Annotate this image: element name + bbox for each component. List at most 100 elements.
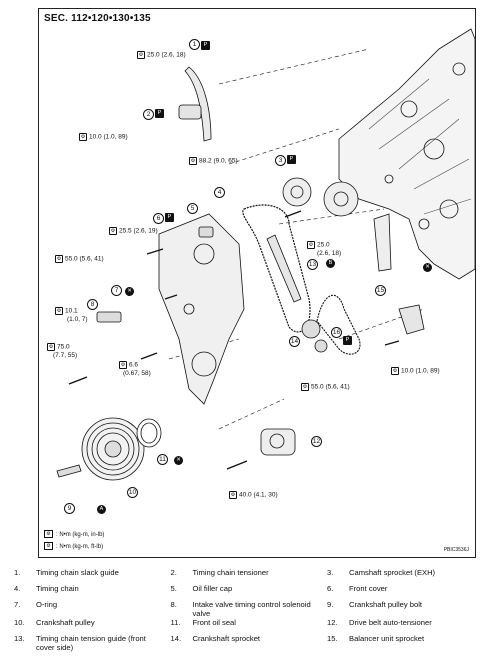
reference-code: PBIC3536J: [443, 547, 469, 553]
callout-7: 7: [111, 285, 122, 296]
part-item: 11.Front oil seal: [170, 618, 236, 627]
legend-ft-lb: : N•m (kg-m, ft-lb): [56, 544, 104, 550]
part-item: 3.Camshaft sprocket (EXH): [327, 568, 436, 577]
torque-icon: ⚙: [79, 133, 87, 141]
torque-label: (2.6, 18): [317, 250, 342, 257]
marker-x: ✕: [423, 263, 432, 272]
torque-label: ⚙25.5 (2.6, 19): [109, 227, 158, 235]
torque-icon: ⚙: [189, 157, 197, 165]
marker-x: ✕: [174, 456, 183, 465]
part-item: 2.Timing chain tensioner: [170, 568, 269, 577]
part-item: 13.Timing chain tension guide (front cov…: [14, 634, 146, 652]
parts-row: 1.Timing chain slack guide 2.Timing chai…: [14, 568, 484, 584]
torque-label: (0.67, 58): [123, 370, 151, 377]
torque-label: ⚙10.0 (1.0, 89): [79, 133, 128, 141]
part-item: 14.Crankshaft sprocket: [170, 634, 261, 643]
marker-b: B: [326, 259, 335, 268]
part-item: 4.Timing chain: [14, 584, 79, 593]
part-item: 8.Intake valve timing control solenoid v…: [170, 600, 311, 618]
callout-8: 8: [87, 299, 98, 310]
parts-row: 10.Crankshaft pulley 11.Front oil seal 1…: [14, 618, 484, 634]
part-item: 1.Timing chain slack guide: [14, 568, 119, 577]
crankshaft-sprocket: [301, 319, 321, 339]
callout-1: 1: [189, 39, 200, 50]
oil-filler-cap: [198, 226, 214, 238]
torque-label: ⚙88.2 (9.0, 65): [189, 157, 238, 165]
diagram-frame: SEC. 112•120•130•135 ⚙25.0 (2.6, 18) ⚙10…: [38, 8, 476, 558]
crankshaft-bolt: [56, 464, 82, 478]
torque-in-lb-icon: ⚙: [44, 530, 53, 539]
callout-10: 10: [127, 487, 138, 498]
tension-guide: [266, 234, 302, 303]
torque-icon: ⚙: [391, 367, 399, 375]
marker-x: ✕: [125, 287, 134, 296]
unit-legend: ⚙: N•m (kg-m, in-lb) ⚙: N•m (kg-m, ft-lb…: [44, 529, 104, 553]
balancer-sprocket: [314, 339, 328, 353]
torque-icon: ⚙: [109, 227, 117, 235]
torque-label: ⚙40.0 (4.1, 30): [229, 491, 278, 499]
part-item: 6.Front cover: [327, 584, 388, 593]
torque-label: ⚙75.0: [47, 343, 70, 351]
torque-label: ⚙10.0 (1.0, 89): [391, 367, 440, 375]
callout-15: 15: [375, 285, 386, 296]
slack-guide: [184, 66, 212, 142]
exploded-view-drawing: [56, 28, 475, 481]
camshaft-sprocket-int: [282, 177, 312, 207]
torque-icon: ⚙: [301, 383, 309, 391]
torque-icon: ⚙: [47, 343, 55, 351]
marker-p: P: [343, 336, 352, 345]
solenoid-valve: [96, 311, 122, 323]
balancer-unit: [398, 304, 425, 335]
part-item: 7.O-ring: [14, 600, 58, 609]
torque-icon: ⚙: [55, 307, 63, 315]
parts-row: 4.Timing chain 5.Oil filler cap 6.Front …: [14, 584, 484, 600]
callout-4: 4: [214, 187, 225, 198]
callout-14: 14: [289, 336, 300, 347]
torque-ft-lb-icon: ⚙: [44, 542, 53, 551]
legend-in-lb: : N•m (kg-m, in-lb): [56, 532, 105, 538]
engine-block: [338, 28, 475, 280]
front-cover: [158, 213, 245, 405]
torque-label: (1.0, 7): [67, 316, 88, 323]
torque-icon: ⚙: [55, 255, 63, 263]
auto-tensioner-drawing: [260, 428, 296, 456]
parts-row: 7.O-ring 8.Intake valve timing control s…: [14, 600, 484, 618]
torque-label: ⚙25.0: [307, 241, 330, 249]
torque-label: (7.7, 55): [53, 352, 78, 359]
callout-6: 6: [153, 213, 164, 224]
part-item: 9.Crankshaft pulley bolt: [327, 600, 423, 609]
torque-icon: ⚙: [229, 491, 237, 499]
torque-label: ⚙25.0 (2.6, 18): [137, 51, 186, 59]
marker-p: P: [287, 155, 296, 164]
parts-row: 13.Timing chain tension guide (front cov…: [14, 634, 484, 652]
marker-p: P: [165, 213, 174, 222]
section-title: SEC. 112•120•130•135: [44, 13, 151, 24]
timing-chain: [242, 204, 311, 333]
part-item: 5.Oil filler cap: [170, 584, 233, 593]
callout-11: 11: [157, 454, 168, 465]
torque-label: ⚙55.0 (5.6, 41): [55, 255, 104, 263]
part-item: 12.Drive belt auto-tensioner: [327, 618, 432, 627]
callout-5: 5: [187, 203, 198, 214]
callout-2: 2: [143, 109, 154, 120]
torque-icon: ⚙: [307, 241, 315, 249]
camshaft-sprocket-exh: [323, 181, 359, 217]
chain-tensioner: [178, 104, 202, 120]
callout-9: 9: [64, 503, 75, 514]
parts-list: 1.Timing chain slack guide 2.Timing chai…: [14, 568, 484, 652]
callout-12: 12: [311, 436, 322, 447]
torque-label: ⚙6.6: [119, 361, 139, 369]
torque-label: ⚙55.0 (5.6, 41): [301, 383, 350, 391]
callout-3: 3: [275, 155, 286, 166]
torque-label: ⚙10.1: [55, 307, 78, 315]
part-item: 15.Balancer unit sprocket: [327, 634, 425, 643]
callout-16: 16: [331, 327, 342, 338]
marker-a: A: [97, 505, 106, 514]
marker-p: P: [155, 109, 164, 118]
torque-icon: ⚙: [137, 51, 145, 59]
balancer-chain: [316, 294, 361, 355]
crankshaft-pulley-drawing: [81, 417, 145, 481]
callout-13: 13: [307, 259, 318, 270]
marker-p: P: [201, 41, 210, 50]
torque-icon: ⚙: [119, 361, 127, 369]
